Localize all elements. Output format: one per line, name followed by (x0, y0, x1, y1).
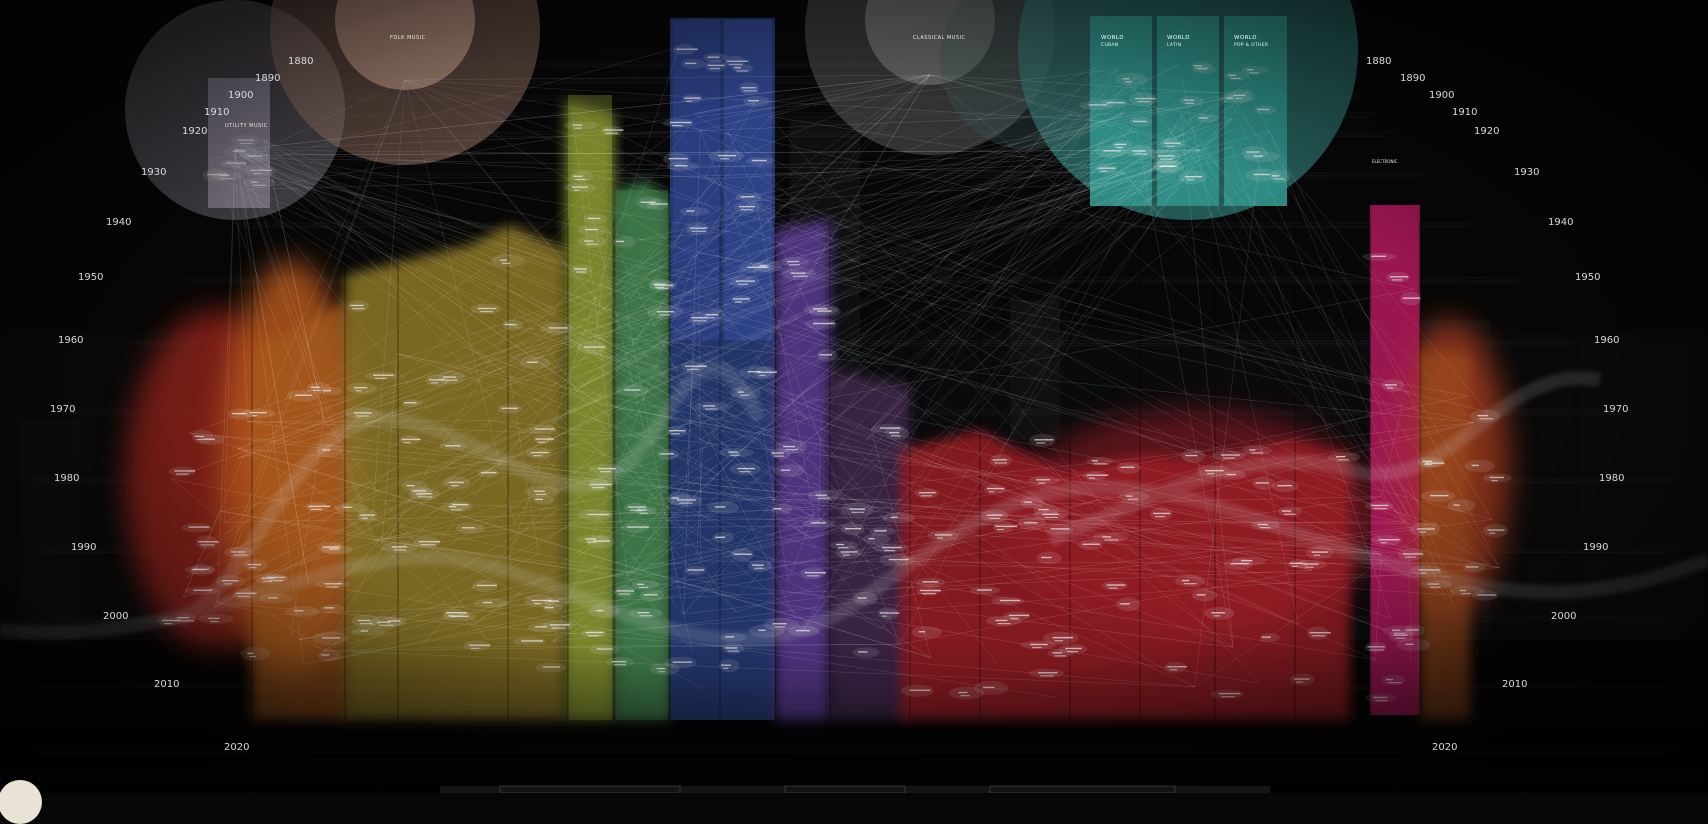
year-label-right: 2010 (1502, 680, 1527, 690)
year-label-left: 1890 (255, 74, 280, 84)
year-label-right: 1950 (1575, 273, 1600, 283)
year-label-left: 2000 (103, 612, 128, 622)
year-label-right: 1980 (1599, 474, 1624, 484)
year-label-left: 1950 (78, 273, 103, 283)
year-label-left: 1880 (288, 57, 313, 67)
world-cuban-subtitle: CUBAN (1101, 42, 1118, 49)
year-label-right: 1960 (1594, 336, 1619, 346)
bottom-legend (440, 786, 1270, 793)
logo-badge (0, 780, 42, 824)
music-genealogy-diagram (0, 0, 1708, 793)
world-pop-other-title: WORLD (1234, 35, 1257, 42)
year-label-right: 1910 (1452, 108, 1477, 118)
year-label-left: 1940 (106, 218, 131, 228)
year-label-left: 1900 (228, 91, 253, 101)
year-label-right: 1990 (1583, 543, 1608, 553)
world-pop-other-subtitle: POP & OTHER (1234, 42, 1268, 49)
year-label-left: 1960 (58, 336, 83, 346)
folk-music-title: FOLK MUSIC (390, 35, 426, 41)
year-label-right: 2020 (1432, 743, 1457, 753)
year-label-right: 1970 (1603, 405, 1628, 415)
world-latin-title: WORLD (1167, 35, 1190, 42)
classical-music-title: CLASSICAL MUSIC (913, 35, 966, 41)
year-label-right: 1920 (1474, 127, 1499, 137)
year-label-left: 2010 (154, 680, 179, 690)
year-label-right: 1900 (1429, 91, 1454, 101)
year-label-right: 1940 (1548, 218, 1573, 228)
electronic-title: ELECTRONIC (1372, 159, 1397, 164)
year-label-left: 1910 (204, 108, 229, 118)
year-label-right: 2000 (1551, 612, 1576, 622)
year-label-right: 1890 (1400, 74, 1425, 84)
utility-music-title: UTILITY MUSIC (225, 123, 268, 129)
year-label-left: 1980 (54, 474, 79, 484)
year-label-right: 1880 (1366, 57, 1391, 67)
world-latin-subtitle: LATIN (1167, 42, 1181, 49)
year-label-right: 1930 (1514, 168, 1539, 178)
year-label-left: 2020 (224, 743, 249, 753)
year-label-left: 1930 (141, 168, 166, 178)
world-cuban-title: WORLD (1101, 35, 1124, 42)
year-label-left: 1990 (71, 543, 96, 553)
year-label-left: 1970 (50, 405, 75, 415)
year-label-left: 1920 (182, 127, 207, 137)
